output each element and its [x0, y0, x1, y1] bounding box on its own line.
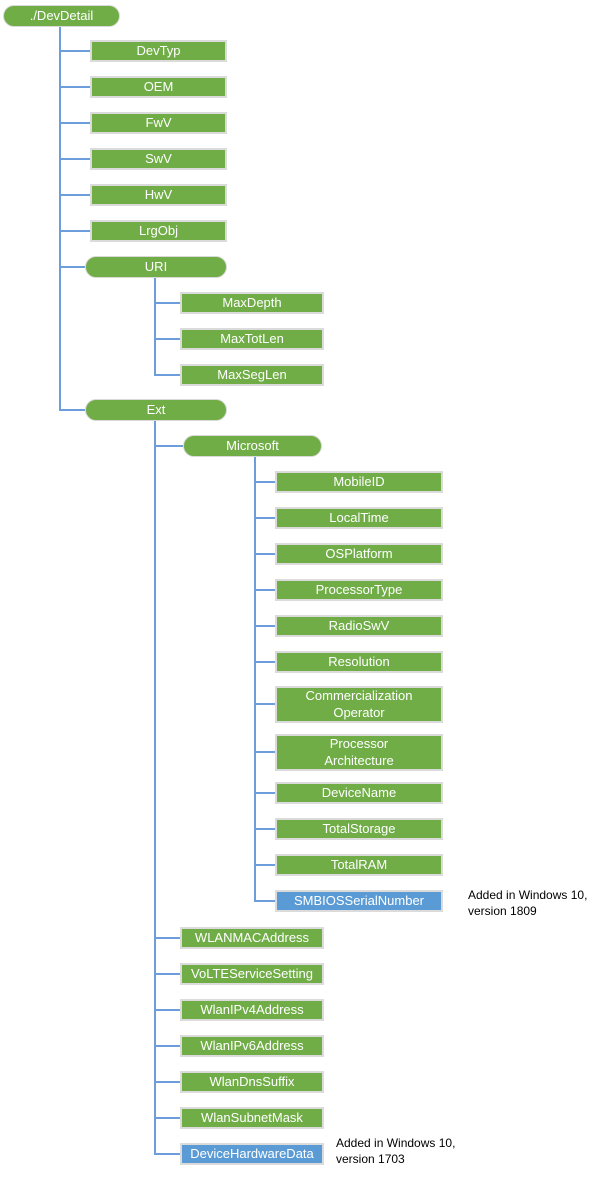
connector-line: [254, 481, 275, 483]
connector-line: [154, 1009, 180, 1011]
node-wlansubnetmask: WlanSubnetMask: [180, 1107, 324, 1129]
connector-line: [154, 1117, 180, 1119]
connector-line: [154, 1153, 180, 1155]
connector-line: [254, 828, 275, 830]
node-lrgobj: LrgObj: [90, 220, 227, 242]
node-smbiosserialnumber: SMBIOSSerialNumber: [275, 890, 443, 912]
connector-line: [254, 900, 275, 902]
connector-line: [154, 445, 183, 447]
node-swv: SwV: [90, 148, 227, 170]
annotation-devicehardwaredata-added: Added in Windows 10, version 1703: [336, 1136, 456, 1167]
node-devicehardwaredata: DeviceHardwareData: [180, 1143, 324, 1165]
node-processor-architecture: Processor Architecture: [275, 734, 443, 771]
connector-line: [59, 50, 90, 52]
node-resolution: Resolution: [275, 651, 443, 673]
connector-line: [254, 625, 275, 627]
connector-line: [254, 703, 275, 705]
connector-line: [254, 457, 256, 902]
node-wlandnssuffix: WlanDnsSuffix: [180, 1071, 324, 1093]
node-processortype: ProcessorType: [275, 579, 443, 601]
node-localtime: LocalTime: [275, 507, 443, 529]
connector-line: [59, 27, 61, 411]
node-wlanipv4address: WlanIPv4Address: [180, 999, 324, 1021]
connector-line: [59, 409, 85, 411]
node-hwv: HwV: [90, 184, 227, 206]
node-ext: Ext: [85, 399, 227, 421]
connector-line: [154, 973, 180, 975]
connector-line: [59, 122, 90, 124]
connector-line: [254, 864, 275, 866]
node-volteservicesetting: VoLTEServiceSetting: [180, 963, 324, 985]
annotation-smbiosserialnumber-added: Added in Windows 10, version 1809: [468, 888, 588, 919]
connector-line: [254, 517, 275, 519]
connector-line: [154, 937, 180, 939]
connector-line: [154, 1081, 180, 1083]
connector-line: [154, 278, 156, 376]
node-oem: OEM: [90, 76, 227, 98]
node-totalstorage: TotalStorage: [275, 818, 443, 840]
connector-line: [154, 302, 180, 304]
node-wlanipv6address: WlanIPv6Address: [180, 1035, 324, 1057]
connector-line: [59, 86, 90, 88]
connector-line: [154, 338, 180, 340]
node-mobileid: MobileID: [275, 471, 443, 493]
connector-line: [154, 374, 180, 376]
node-devicename: DeviceName: [275, 782, 443, 804]
node-uri: URI: [85, 256, 227, 278]
node-microsoft: Microsoft: [183, 435, 322, 457]
connector-line: [59, 230, 90, 232]
connector-line: [154, 1045, 180, 1047]
node-maxtotlen: MaxTotLen: [180, 328, 324, 350]
node-maxseglen: MaxSegLen: [180, 364, 324, 386]
connector-line: [154, 421, 156, 1155]
connector-line: [254, 553, 275, 555]
node-maxdepth: MaxDepth: [180, 292, 324, 314]
node-osplatform: OSPlatform: [275, 543, 443, 565]
node-devdetail-root: ./DevDetail: [3, 5, 120, 27]
connector-line: [254, 661, 275, 663]
connector-line: [254, 792, 275, 794]
node-wlanmacaddress: WLANMACAddress: [180, 927, 324, 949]
node-commercialization-operator: Commercialization Operator: [275, 686, 443, 723]
node-fwv: FwV: [90, 112, 227, 134]
node-totalram: TotalRAM: [275, 854, 443, 876]
connector-line: [254, 589, 275, 591]
node-devtyp: DevTyp: [90, 40, 227, 62]
connector-line: [59, 158, 90, 160]
connector-line: [59, 266, 85, 268]
connector-line: [59, 194, 90, 196]
connector-line: [254, 751, 275, 753]
node-radioswv: RadioSwV: [275, 615, 443, 637]
